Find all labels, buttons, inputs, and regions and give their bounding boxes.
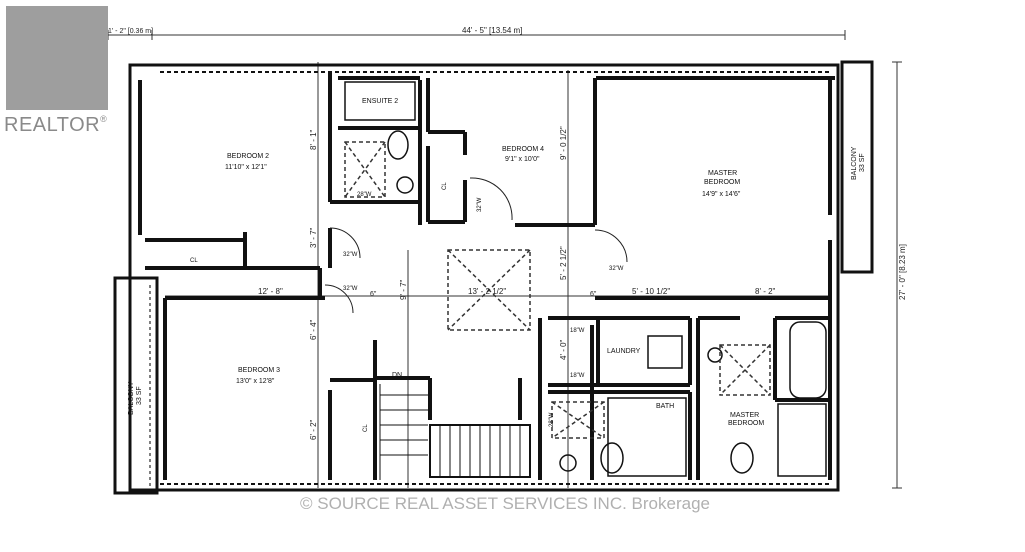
brokerage-watermark: © SOURCE REAL ASSET SERVICES INC. Broker…: [300, 494, 710, 514]
balcony-right: [840, 60, 874, 274]
realtor-logo-text: REALTOR: [4, 114, 101, 136]
door-swings: [324, 177, 628, 314]
door-label: 32"W: [609, 266, 624, 272]
door-label: 28"W: [357, 192, 372, 198]
balcony-left: [113, 276, 159, 495]
interior-walls: [138, 72, 835, 480]
closet-label: CL: [190, 258, 198, 264]
room-balcony-left-size: 33 SF: [136, 386, 143, 405]
dim-h-mid: 13' - 2 1/2": [468, 287, 506, 296]
closet-label: CL: [442, 182, 448, 190]
door-label: 32"W: [343, 286, 358, 292]
room-bedroom4-size: 9'1" x 10'0": [505, 156, 540, 163]
realtor-logo-mark: [6, 6, 108, 110]
dim-right-overall: 27' - 0" [8.23 m]: [898, 244, 907, 300]
room-bedroom2-size: 11'10" x 12'1": [225, 164, 267, 171]
room-bath: BATH: [656, 403, 674, 410]
dim-small-b: 6": [590, 291, 597, 298]
room-master: MASTER: [708, 170, 737, 177]
door-label: 18"W: [570, 328, 585, 334]
door-label: 32"W: [343, 252, 358, 258]
room-master-bath-b: BEDROOM: [728, 420, 764, 427]
dim-v4: 6' - 2": [309, 419, 318, 440]
room-bedroom2: BEDROOM 2: [227, 153, 269, 160]
room-master-b: BEDROOM: [704, 179, 740, 186]
door-label: 28"W: [549, 412, 555, 427]
dim-h-right2: 8' - 2": [755, 287, 776, 296]
dim-v3: 6' - 4": [309, 319, 318, 340]
room-balcony-left: BALCONY: [128, 381, 135, 415]
skylights: [344, 141, 771, 439]
room-balcony-right-size: 33 SF: [859, 153, 866, 172]
room-laundry: LAUNDRY: [607, 348, 641, 355]
dim-v5: 9' - 0 1/2": [559, 126, 568, 160]
door-label: 18"W: [570, 373, 585, 379]
stairs: [379, 384, 531, 480]
closet-label: CL: [363, 424, 369, 432]
brokerage-name: SOURCE REAL ASSET SERVICES INC. Brokerag…: [317, 494, 710, 513]
dim-v2: 3' - 7": [309, 227, 318, 248]
realtor-logo: REALTOR®: [4, 114, 107, 137]
room-bedroom4: BEDROOM 4: [502, 146, 544, 153]
dim-top-overall: 44' - 5" [13.54 m]: [462, 26, 522, 35]
dim-h-left: 12' - 8": [258, 287, 283, 296]
dim-h-right1: 5' - 10 1/2": [632, 287, 670, 296]
realtor-logo-reg: ®: [100, 114, 108, 124]
door-label: 32"W: [477, 197, 483, 212]
room-master-bath-a: MASTER: [730, 412, 759, 419]
room-master-size: 14'9" x 14'6": [702, 191, 741, 198]
stair-dn: DN: [392, 372, 402, 379]
dim-small-a: 6": [370, 291, 377, 298]
fixtures: [344, 81, 827, 477]
room-bedroom3: BEDROOM 3: [238, 367, 280, 374]
dim-v8: 9' - 7": [399, 279, 408, 300]
dim-v1: 8' - 1": [309, 129, 318, 150]
dimension-lines: [107, 30, 902, 489]
room-balcony-right: BALCONY: [851, 146, 858, 180]
room-bedroom3-size: 13'0" x 12'8": [236, 378, 275, 385]
dim-v6: 5' - 2 1/2": [559, 246, 568, 280]
dim-v7: 4' - 0": [559, 339, 568, 360]
copyright-symbol: ©: [300, 494, 313, 513]
room-ensuite2: ENSUITE 2: [362, 98, 398, 105]
dim-top-small: 1' - 2" [0.36 m]: [108, 28, 153, 35]
